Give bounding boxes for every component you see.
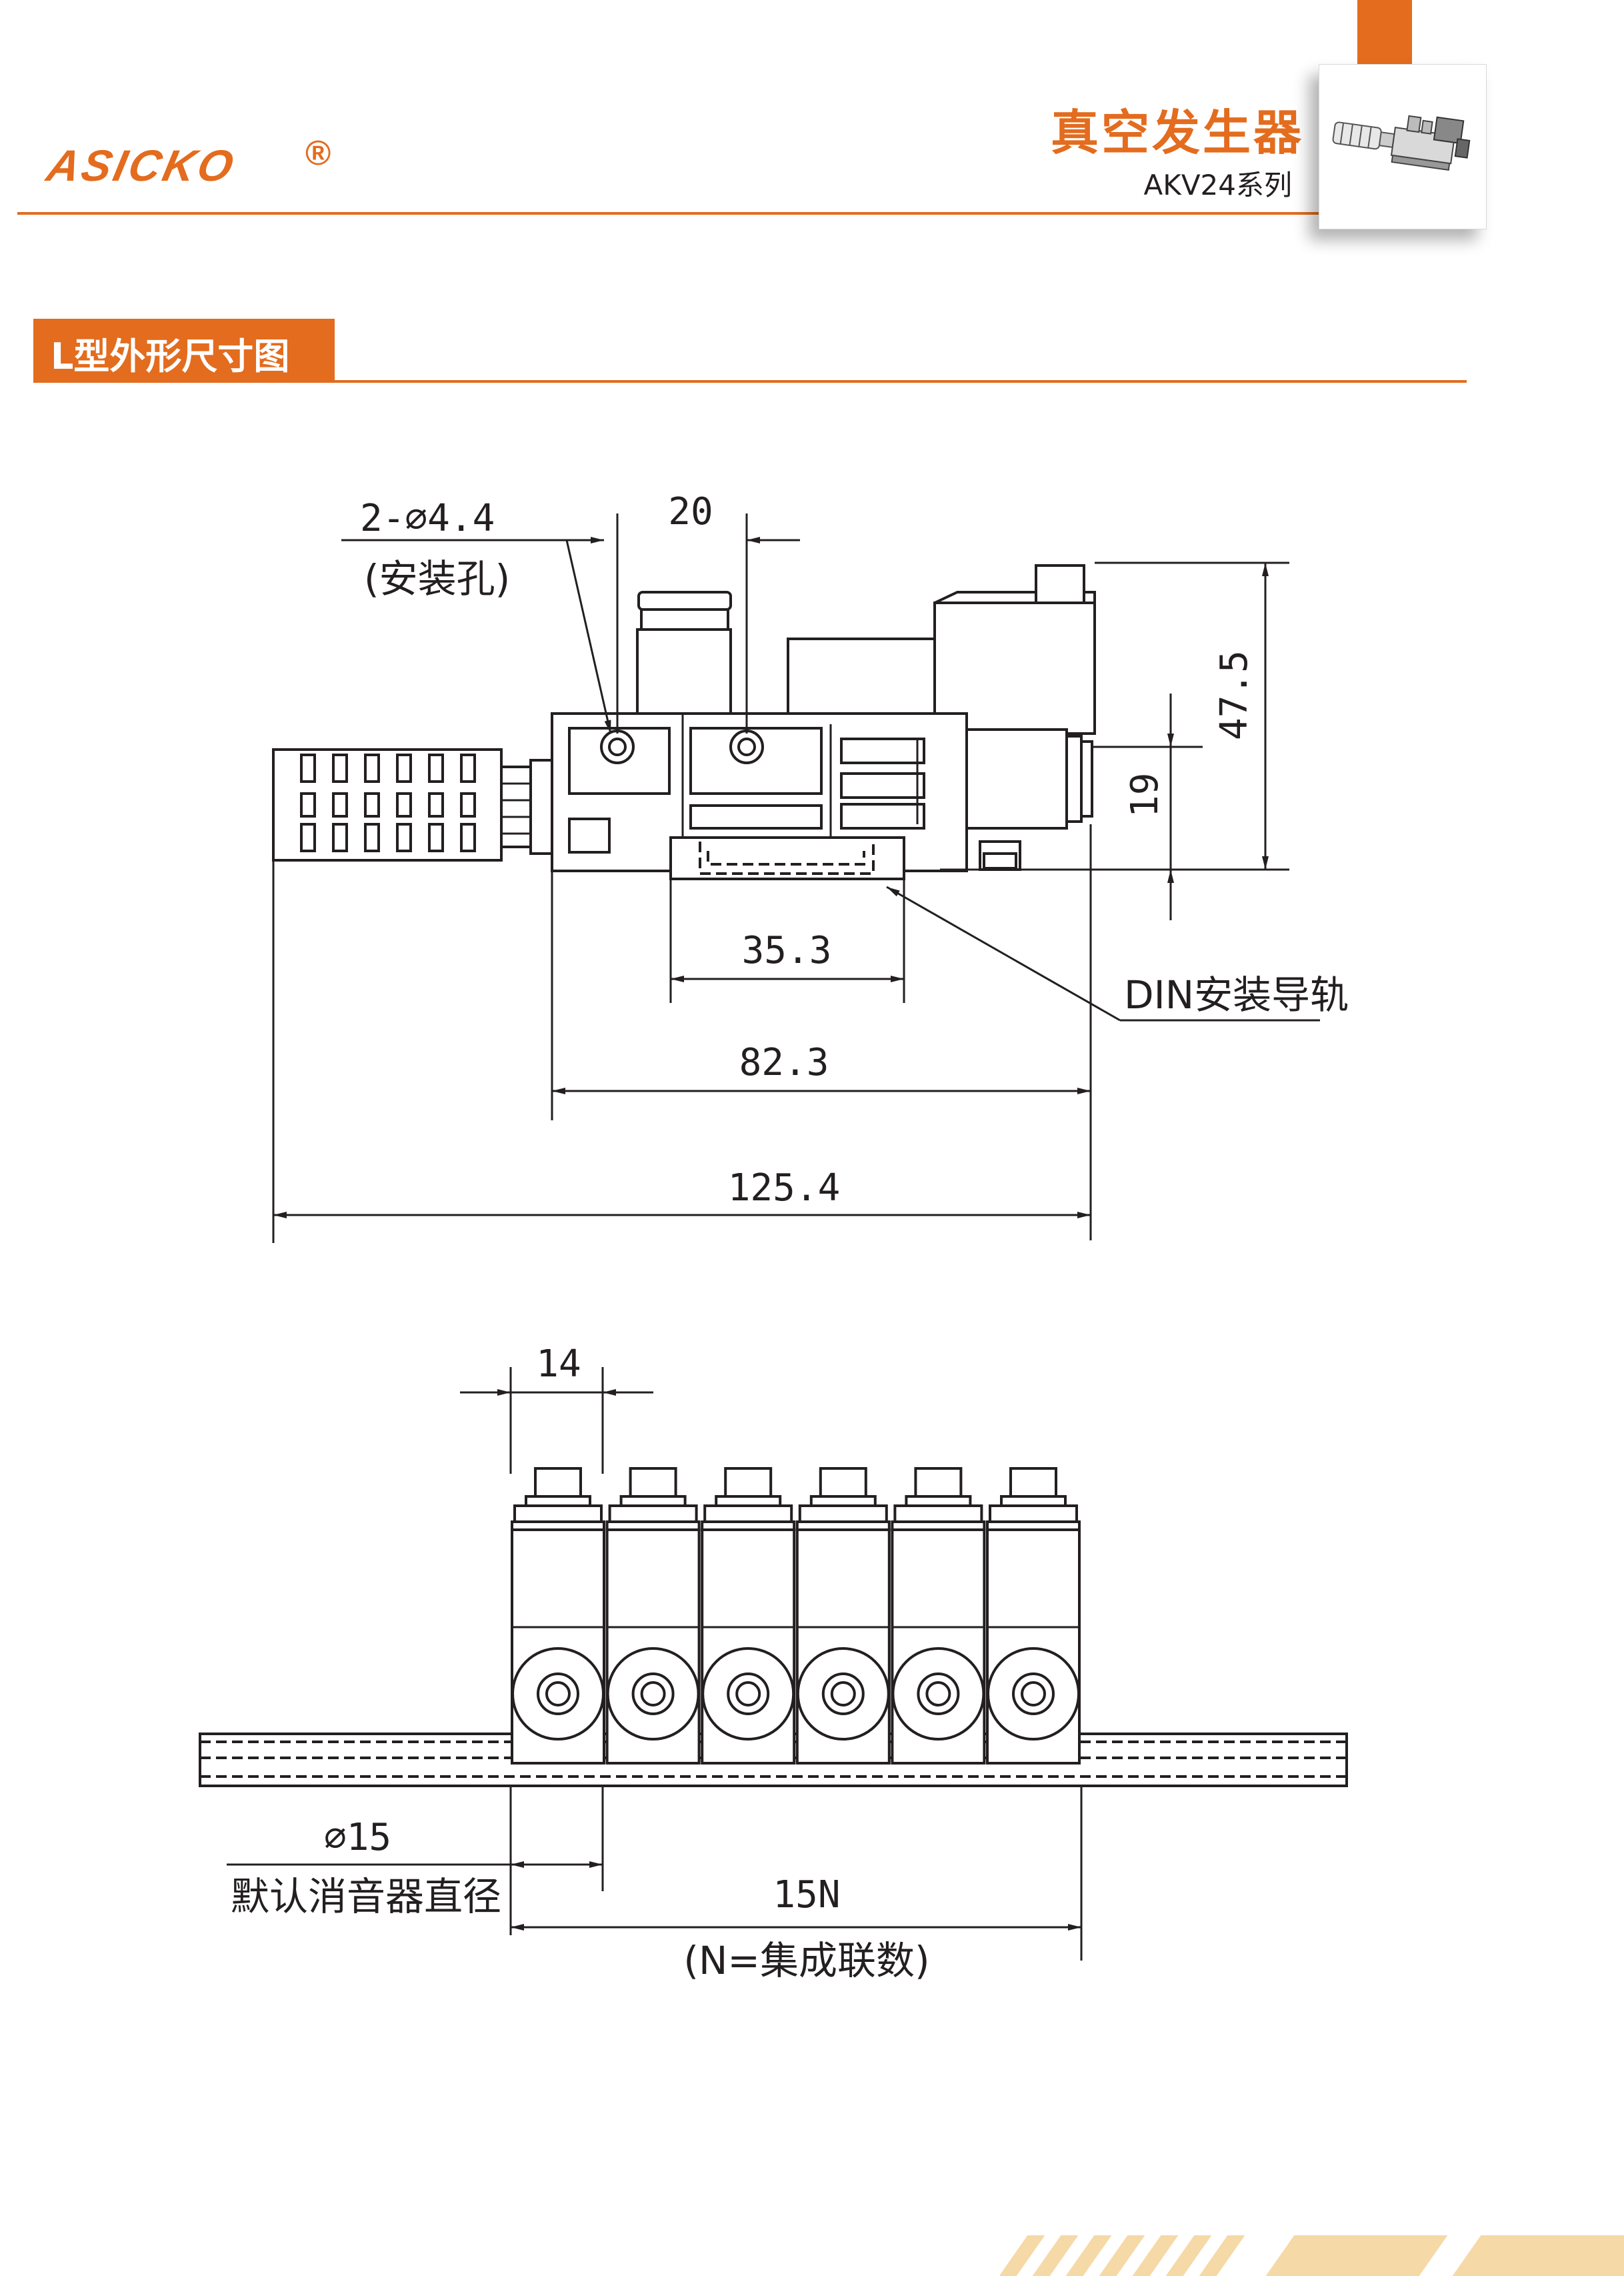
header-divider — [17, 212, 1324, 215]
module-port — [796, 1647, 890, 1741]
module-cap — [629, 1467, 677, 1499]
pitch-dim-label: 20 — [668, 490, 713, 533]
module-collar — [798, 1504, 888, 1523]
side-view-drawing: 2-∅4.4 (安装孔) 20 47.5 19 35.3 DIN安装导轨 82.… — [272, 490, 1349, 1243]
section-title: L型外形尺寸图 — [51, 335, 290, 377]
module-port — [701, 1647, 795, 1741]
manifold-note-label: (N=集成联数) — [683, 1938, 929, 1983]
module-nut — [715, 1495, 782, 1507]
module-port-core — [735, 1681, 761, 1706]
module-collar — [703, 1504, 793, 1523]
body-dim-label: 82.3 — [739, 1041, 829, 1084]
module-dim-label: 14 — [536, 1342, 581, 1386]
module-port-inner — [917, 1672, 960, 1715]
module-port-inner — [631, 1672, 675, 1715]
footer-decoration — [1000, 2235, 1624, 2276]
valve-modules — [511, 1467, 1081, 1765]
rail-height-label: 19 — [1123, 773, 1167, 818]
module-cap — [534, 1467, 582, 1499]
module-port-inner — [537, 1672, 579, 1715]
registered-mark: ® — [305, 134, 331, 173]
module-port-core — [640, 1681, 666, 1706]
module-nut — [1000, 1495, 1067, 1507]
module-collar — [608, 1504, 698, 1523]
module-collar — [989, 1504, 1078, 1523]
module-collar — [893, 1504, 983, 1523]
corner-tab — [1357, 0, 1412, 65]
module-cap — [914, 1467, 963, 1499]
module-port-core — [925, 1681, 951, 1706]
module-nut — [905, 1495, 972, 1507]
hole-leader-1 — [565, 539, 612, 734]
module-port-core — [1021, 1681, 1046, 1706]
manifold-body-shape — [551, 712, 1093, 872]
height-dim-label: 47.5 — [1213, 650, 1256, 740]
hole-size-label: 2-∅4.4 — [360, 497, 495, 540]
product-series: AKV24系列 — [1143, 169, 1292, 201]
module-port-inner — [727, 1672, 770, 1715]
product-title: 真空发生器 — [1050, 105, 1304, 161]
module-nut — [525, 1495, 591, 1507]
module-port — [606, 1647, 700, 1741]
module-cap — [1009, 1467, 1057, 1499]
solenoid-valve-shape — [787, 564, 1096, 735]
footer-stripe-band — [1265, 2235, 1448, 2276]
silencer-shape — [272, 748, 555, 862]
silencer-dim-label: ∅15 — [324, 1816, 391, 1859]
overall-dim-label: 125.4 — [728, 1166, 841, 1210]
module-port — [511, 1647, 605, 1741]
section-divider — [33, 380, 1467, 383]
rail-leader — [886, 886, 1121, 1022]
module-port-inner — [821, 1672, 865, 1715]
silencer-note-label: 默认消音器直径 — [231, 1874, 501, 1919]
vacuum-generator-thumbnail-icon — [1332, 115, 1471, 171]
module-cap — [724, 1467, 773, 1499]
product-thumbnail — [1319, 64, 1487, 229]
module-cap — [819, 1467, 867, 1499]
module-collar — [513, 1504, 603, 1523]
vacuum-fitting-shape — [636, 591, 732, 719]
din-rail-label: DIN安装导轨 — [1124, 972, 1349, 1018]
front-view-drawing: 14 ∅15 默认消音器直径 15N (N=集成联数) — [199, 1342, 1348, 1983]
module-port-core — [545, 1681, 571, 1706]
rail-dim-label: 35.3 — [742, 929, 832, 972]
module-port — [987, 1647, 1080, 1741]
manifold-dim-label: 15N — [773, 1873, 840, 1917]
module-nut — [809, 1495, 877, 1507]
din-rail-shape — [669, 836, 905, 880]
hole-note-label: (安装孔) — [364, 556, 510, 602]
section-badge — [33, 319, 335, 380]
module-port — [891, 1647, 985, 1741]
module-port-inner — [1012, 1672, 1055, 1715]
module-port-core — [830, 1681, 856, 1706]
footer-stripe-band — [1452, 2235, 1624, 2276]
module-nut — [619, 1495, 687, 1507]
